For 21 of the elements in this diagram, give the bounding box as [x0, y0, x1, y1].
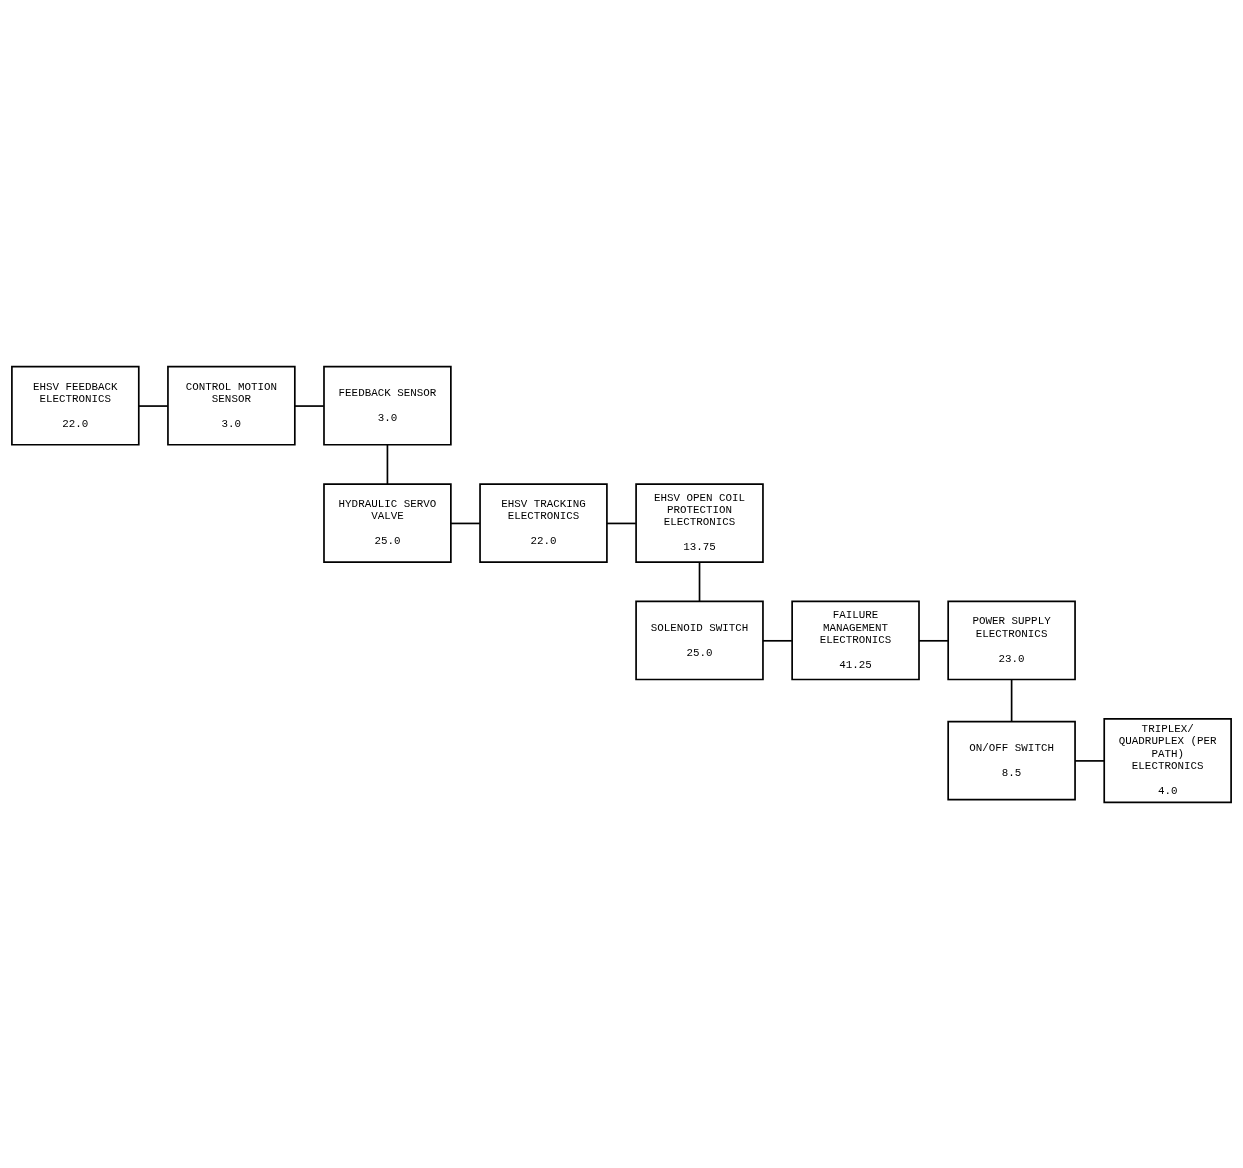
connector [450, 522, 481, 524]
node-box: FEEDBACK SENSOR 3.0 [323, 365, 452, 446]
node-box: EHSV TRACKING ELECTRONICS 22.0 [479, 482, 608, 563]
connector [294, 404, 325, 407]
connector [137, 404, 169, 407]
node-box: CONTROL MOTION SENSOR 3.0 [167, 365, 296, 446]
node-box: HYDRAULIC SERVO VALVE 25.0 [323, 482, 452, 563]
node-box: EHSV OPEN COIL PROTECTION ELECTRONICS 13.75 [635, 482, 764, 563]
node-box: TRIPLEX/ QUADRUPLEX (PER PATH) ELECTRONICS 4.0 [1103, 717, 1232, 803]
node-box: SOLENOID SWITCH 25.0 [635, 600, 764, 680]
connector [1010, 678, 1013, 722]
connector [386, 443, 389, 485]
node-box: ON/OFF SWITCH 8.5 [947, 720, 1076, 800]
connector [1074, 759, 1105, 762]
connector [698, 560, 701, 602]
connector [606, 522, 637, 524]
node-box: FAILURE MANAGEMENT ELECTRONICS 41.25 [791, 600, 920, 680]
node-box: EHSV FEEDBACK ELECTRONICS 22.0 [11, 365, 140, 446]
connector [762, 639, 793, 642]
node-box: POWER SUPPLY ELECTRONICS 23.0 [947, 600, 1076, 680]
connector [918, 639, 949, 642]
